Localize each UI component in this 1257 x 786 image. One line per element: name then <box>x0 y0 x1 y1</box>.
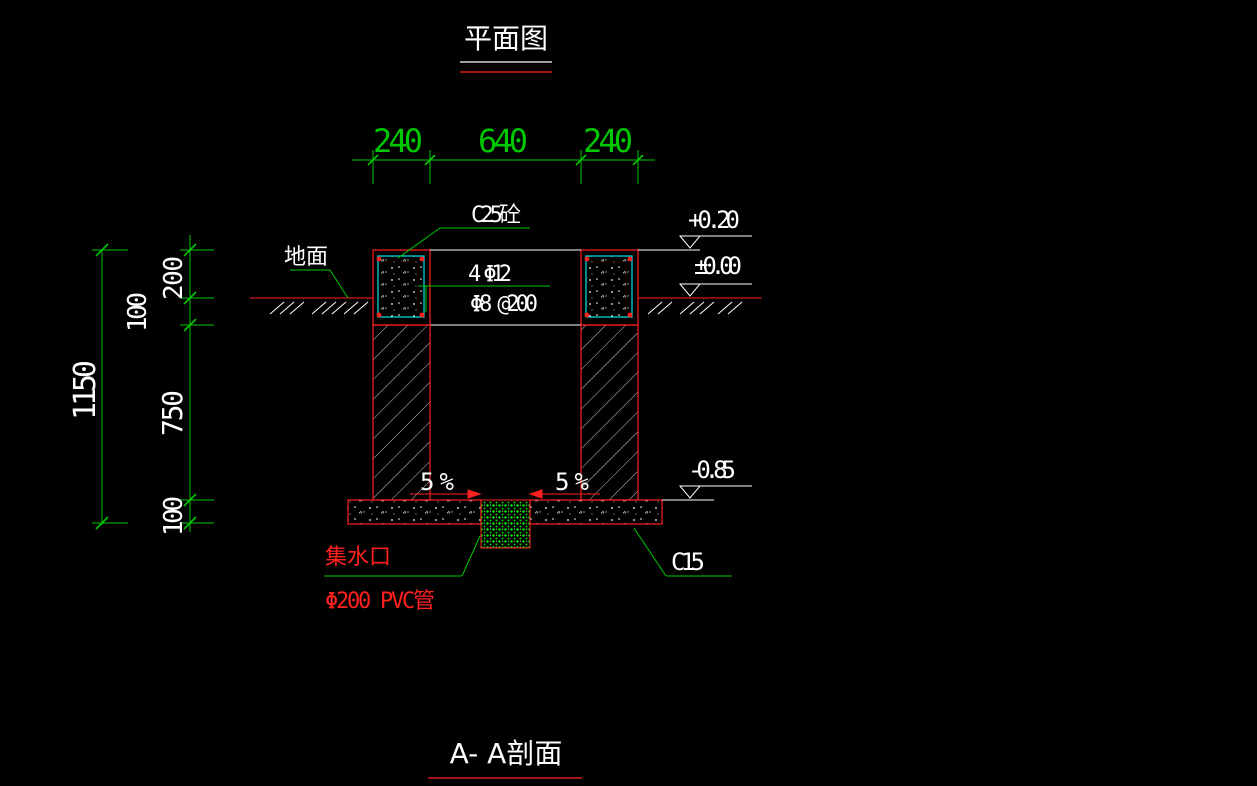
dim-top-left: 240 <box>373 122 423 160</box>
ground-hatch <box>269 301 743 315</box>
sump-gravel <box>480 499 531 549</box>
beam-connecting-lines <box>430 249 581 326</box>
rebar-leader <box>418 285 550 312</box>
dim-top-middle: 640 <box>478 122 528 160</box>
sump-leader <box>324 535 481 577</box>
wall-left <box>372 324 431 501</box>
left-dimension-chain <box>180 235 214 532</box>
base-slab <box>347 499 663 525</box>
left-dimension-total <box>92 243 128 530</box>
concrete-beam-leader <box>397 227 530 259</box>
sump-label: 集水口 <box>325 545 391 570</box>
plan-title-text: 平面图 <box>464 22 548 55</box>
elevation-ground-label: ±0.00 <box>694 252 742 280</box>
ground-label-leader <box>290 269 349 299</box>
dim-left-beam: 200 <box>159 256 189 300</box>
elevation-bottom-mark <box>662 485 752 501</box>
stirrup-label: Φ8 @200 <box>470 292 538 317</box>
dim-left-wall: 750 <box>156 390 189 436</box>
dim-top-right: 240 <box>583 122 633 160</box>
ring-beam-left <box>372 249 431 326</box>
elevation-ground-mark <box>678 283 752 297</box>
base-concrete-label: C15 <box>671 548 705 576</box>
pvc-pipe-label: Φ200 PVC管 <box>325 589 435 614</box>
dim-left-above-ground: 100 <box>123 292 153 332</box>
ring-beam-right <box>580 249 639 326</box>
slope-left-label: 5% <box>420 468 455 496</box>
section-title-text: A- A剖面 <box>450 737 563 770</box>
elevation-top-label: +0.20 <box>688 206 740 234</box>
concrete-beam-label: C25砼 <box>471 203 521 228</box>
section-title: A- A剖面 <box>428 737 582 779</box>
dim-left-base: 100 <box>159 496 189 536</box>
elevation-bottom-label: -0.85 <box>688 456 736 484</box>
slope-right-label: 5% <box>555 468 590 496</box>
top-dimension-chain <box>352 150 655 184</box>
wall-right <box>580 324 639 501</box>
c15-leader <box>633 527 732 577</box>
slope-left-arrow <box>410 489 482 499</box>
plan-title: 平面图 <box>460 22 552 73</box>
dim-left-total: 1150 <box>68 360 103 420</box>
main-rebar-label: 4 Φ12 <box>468 262 512 287</box>
slope-right-arrow <box>528 489 600 499</box>
elevation-top-mark <box>638 235 752 251</box>
ground-label: 地面 <box>284 245 328 270</box>
